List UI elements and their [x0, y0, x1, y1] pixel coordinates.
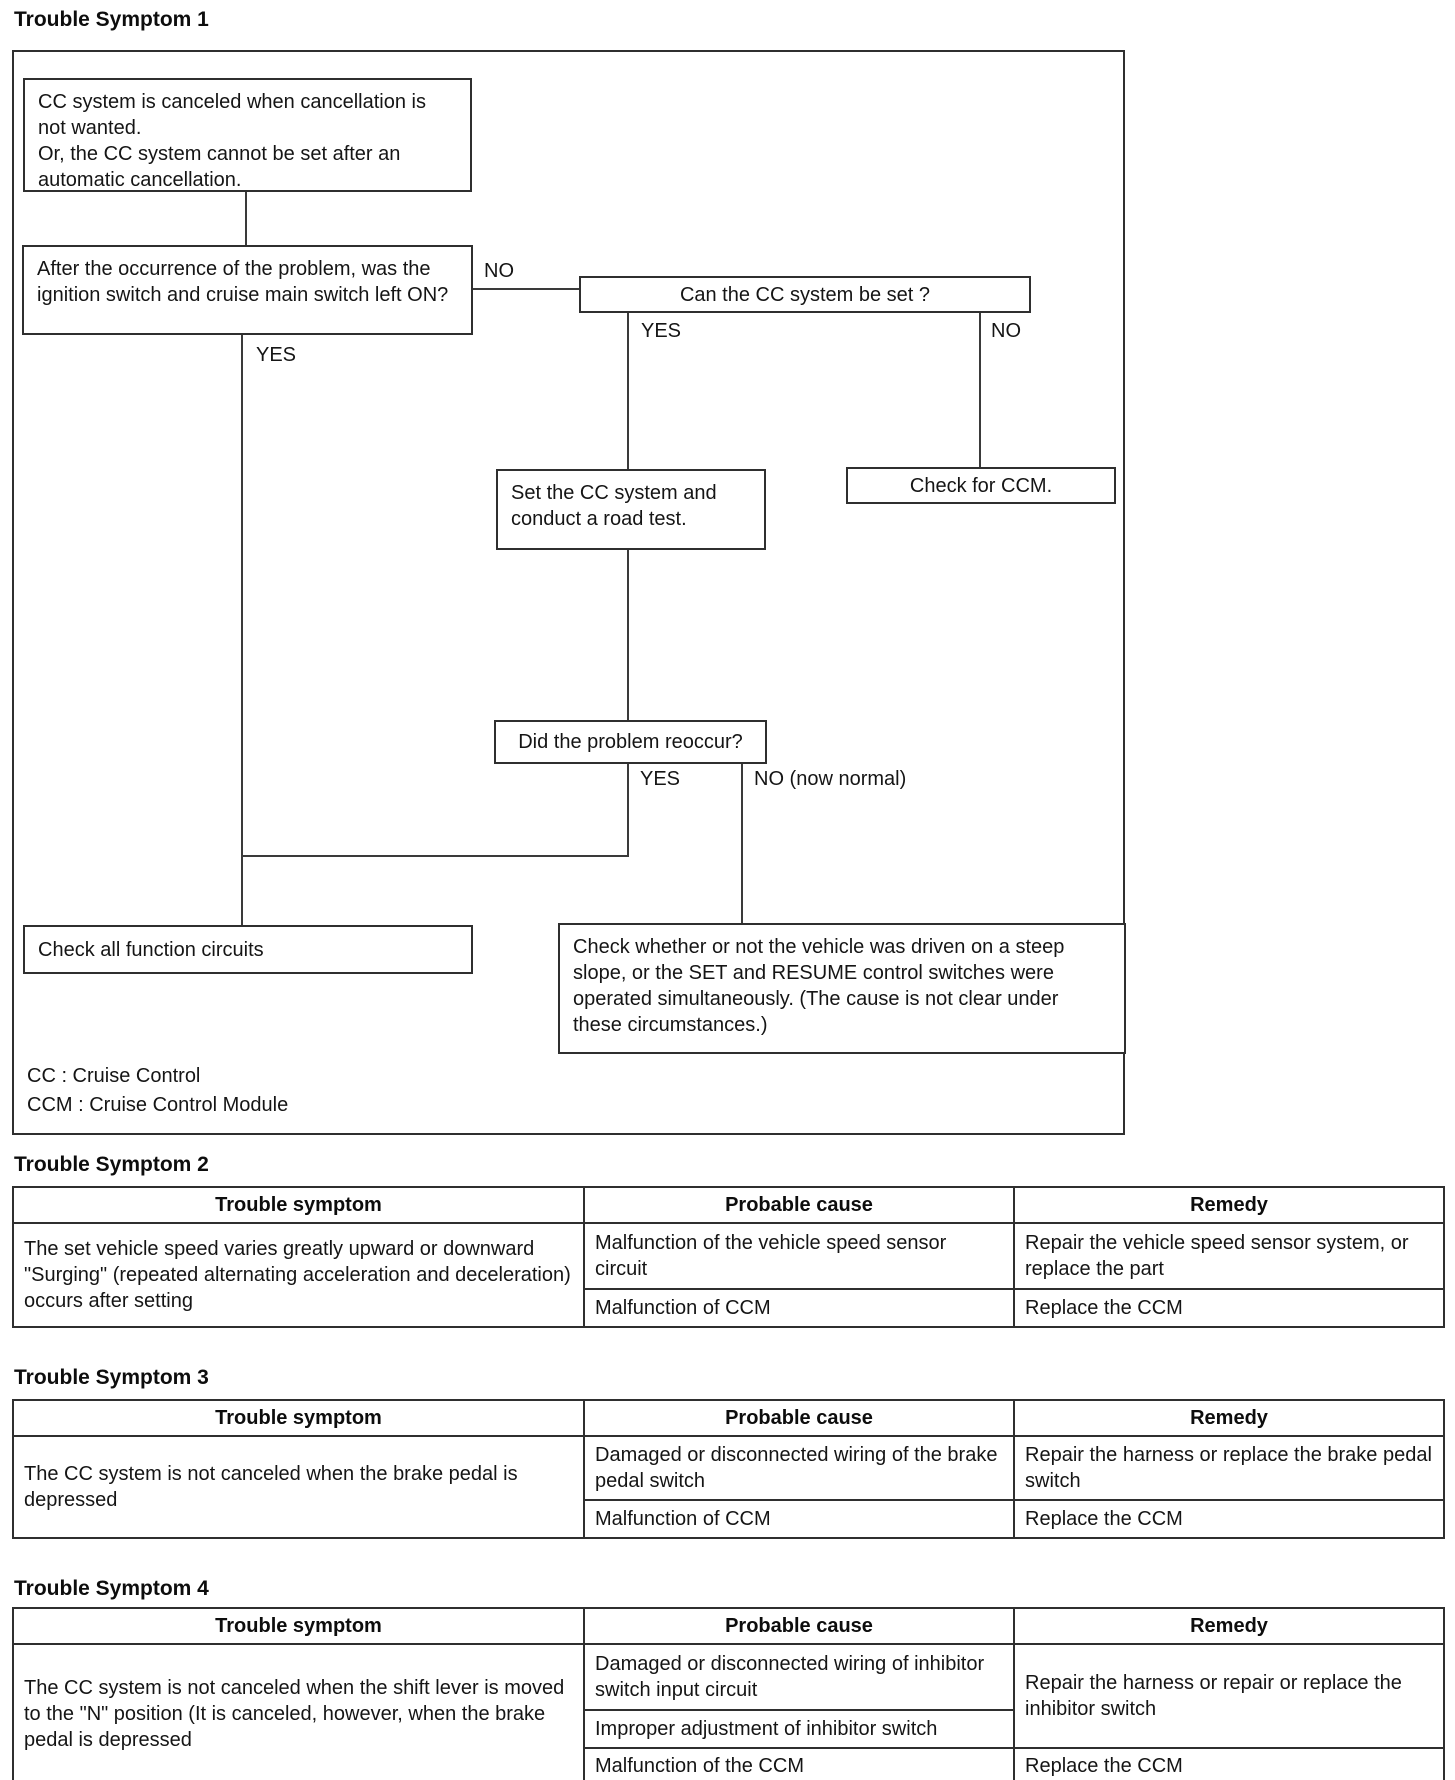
cause-cell: Malfunction of CCM — [583, 1288, 1015, 1328]
symptom-cell: The CC system is not canceled when the s… — [12, 1643, 585, 1780]
remedy-cell: Repair the vehicle speed sensor system, … — [1013, 1222, 1445, 1290]
cause-cell: Improper adjustment of inhibitor switch — [583, 1709, 1015, 1749]
flowchart-legend: CC : Cruise Control CCM : Cruise Control… — [27, 1065, 289, 1116]
trouble-symptom-2-table: Trouble symptom Probable cause Remedy Th… — [12, 1186, 1445, 1328]
flowchart-box-reoccur-question: Did the problem reoccur? — [494, 720, 767, 764]
symptom-cell: The set vehicle speed varies greatly upw… — [12, 1222, 585, 1328]
connector-reoccur-no — [741, 764, 743, 923]
trouble-symptom-4-table: Trouble symptom Probable cause Remedy Th… — [12, 1607, 1445, 1780]
branch-label-ignition-no: NO — [484, 260, 514, 282]
remedy-cell: Replace the CCM — [1013, 1747, 1445, 1780]
table-row: The set vehicle speed varies greatly upw… — [12, 1222, 1445, 1328]
remedy-cell: Replace the CCM — [1013, 1499, 1445, 1539]
table-row: Improper adjustment of inhibitor switch — [13, 1709, 1444, 1749]
section-title-trouble-symptom-2: Trouble Symptom 2 — [14, 1153, 209, 1176]
flowchart-outer-border — [12, 50, 1125, 1135]
branch-label-canset-no: NO — [991, 320, 1021, 342]
table-row: Malfunction of CCM Replace the CCM — [13, 1288, 1445, 1328]
table-row: Malfunction of CCM Replace the CCM — [13, 1499, 1445, 1539]
flowchart-box-check-circuits: Check all function circuits — [23, 925, 473, 974]
remedy-cell: Repair the harness or repair or replace … — [1013, 1643, 1445, 1749]
section-title-trouble-symptom-3: Trouble Symptom 3 — [14, 1366, 209, 1389]
connector-ignition-yes — [241, 335, 243, 925]
table-row: The CC system is not canceled when the b… — [12, 1435, 1445, 1539]
cause-cell: Malfunction of CCM — [583, 1499, 1015, 1539]
cause-cell: Malfunction of the CCM — [583, 1747, 1015, 1780]
flowchart-box-ignition-question: After the occurrence of the problem, was… — [22, 245, 473, 335]
column-header-trouble-symptom: Trouble symptom — [12, 1399, 585, 1437]
column-header-probable-cause: Probable cause — [583, 1399, 1015, 1437]
connector-reoccur-yes-vertical — [627, 764, 629, 857]
connector-canset-no — [979, 313, 981, 467]
connector-reoccur-yes-horizontal — [242, 855, 629, 857]
column-header-probable-cause: Probable cause — [583, 1186, 1015, 1224]
table-header-row: Trouble symptom Probable cause Remedy — [12, 1399, 1445, 1437]
remedy-cell: Repair the harness or replace the brake … — [1013, 1435, 1445, 1501]
column-header-probable-cause: Probable cause — [583, 1607, 1015, 1645]
column-header-remedy: Remedy — [1013, 1607, 1445, 1645]
cause-cell: Damaged or disconnected wiring of the br… — [583, 1435, 1015, 1501]
cause-cell: Malfunction of the vehicle speed sensor … — [583, 1222, 1015, 1290]
remedy-cell: Replace the CCM — [1013, 1288, 1445, 1328]
connector-ignition-no — [473, 288, 581, 290]
table-row: The CC system is not canceled when the s… — [12, 1643, 1445, 1780]
branch-label-ignition-yes: YES — [256, 344, 297, 366]
flowchart-box-start: CC system is canceled when cancellation … — [23, 78, 472, 192]
flowchart-box-check-conditions: Check whether or not the vehicle was dri… — [558, 923, 1126, 1054]
cause-cell: Damaged or disconnected wiring of inhibi… — [583, 1643, 1015, 1711]
connector-roadtest-to-reoccur — [627, 550, 629, 720]
branch-label-reoccur-no: NO (now normal) — [754, 768, 907, 790]
flowchart-box-can-set-question: Can the CC system be set ? — [579, 276, 1031, 313]
symptom-cell: The CC system is not canceled when the b… — [12, 1435, 585, 1539]
trouble-symptom-3-table: Trouble symptom Probable cause Remedy Th… — [12, 1399, 1445, 1539]
table-header-row: Trouble symptom Probable cause Remedy — [12, 1186, 1445, 1224]
flowchart-box-road-test: Set the CC system and conduct a road tes… — [496, 469, 766, 550]
branch-label-canset-yes: YES — [641, 320, 682, 342]
flowchart-box-check-ccm: Check for CCM. — [846, 467, 1116, 504]
connector-start-to-ignition — [245, 192, 247, 245]
column-header-remedy: Remedy — [1013, 1186, 1445, 1224]
column-header-trouble-symptom: Trouble symptom — [12, 1186, 585, 1224]
section-title-trouble-symptom-4: Trouble Symptom 4 — [14, 1577, 209, 1600]
column-header-remedy: Remedy — [1013, 1399, 1445, 1437]
table-row: Malfunction of the CCM Replace the CCM — [13, 1747, 1445, 1780]
column-header-trouble-symptom: Trouble symptom — [12, 1607, 585, 1645]
branch-label-reoccur-yes: YES — [640, 768, 681, 790]
section-title-trouble-symptom-1: Trouble Symptom 1 — [14, 8, 209, 31]
table-header-row: Trouble symptom Probable cause Remedy — [12, 1607, 1445, 1645]
connector-canset-yes — [627, 313, 629, 469]
